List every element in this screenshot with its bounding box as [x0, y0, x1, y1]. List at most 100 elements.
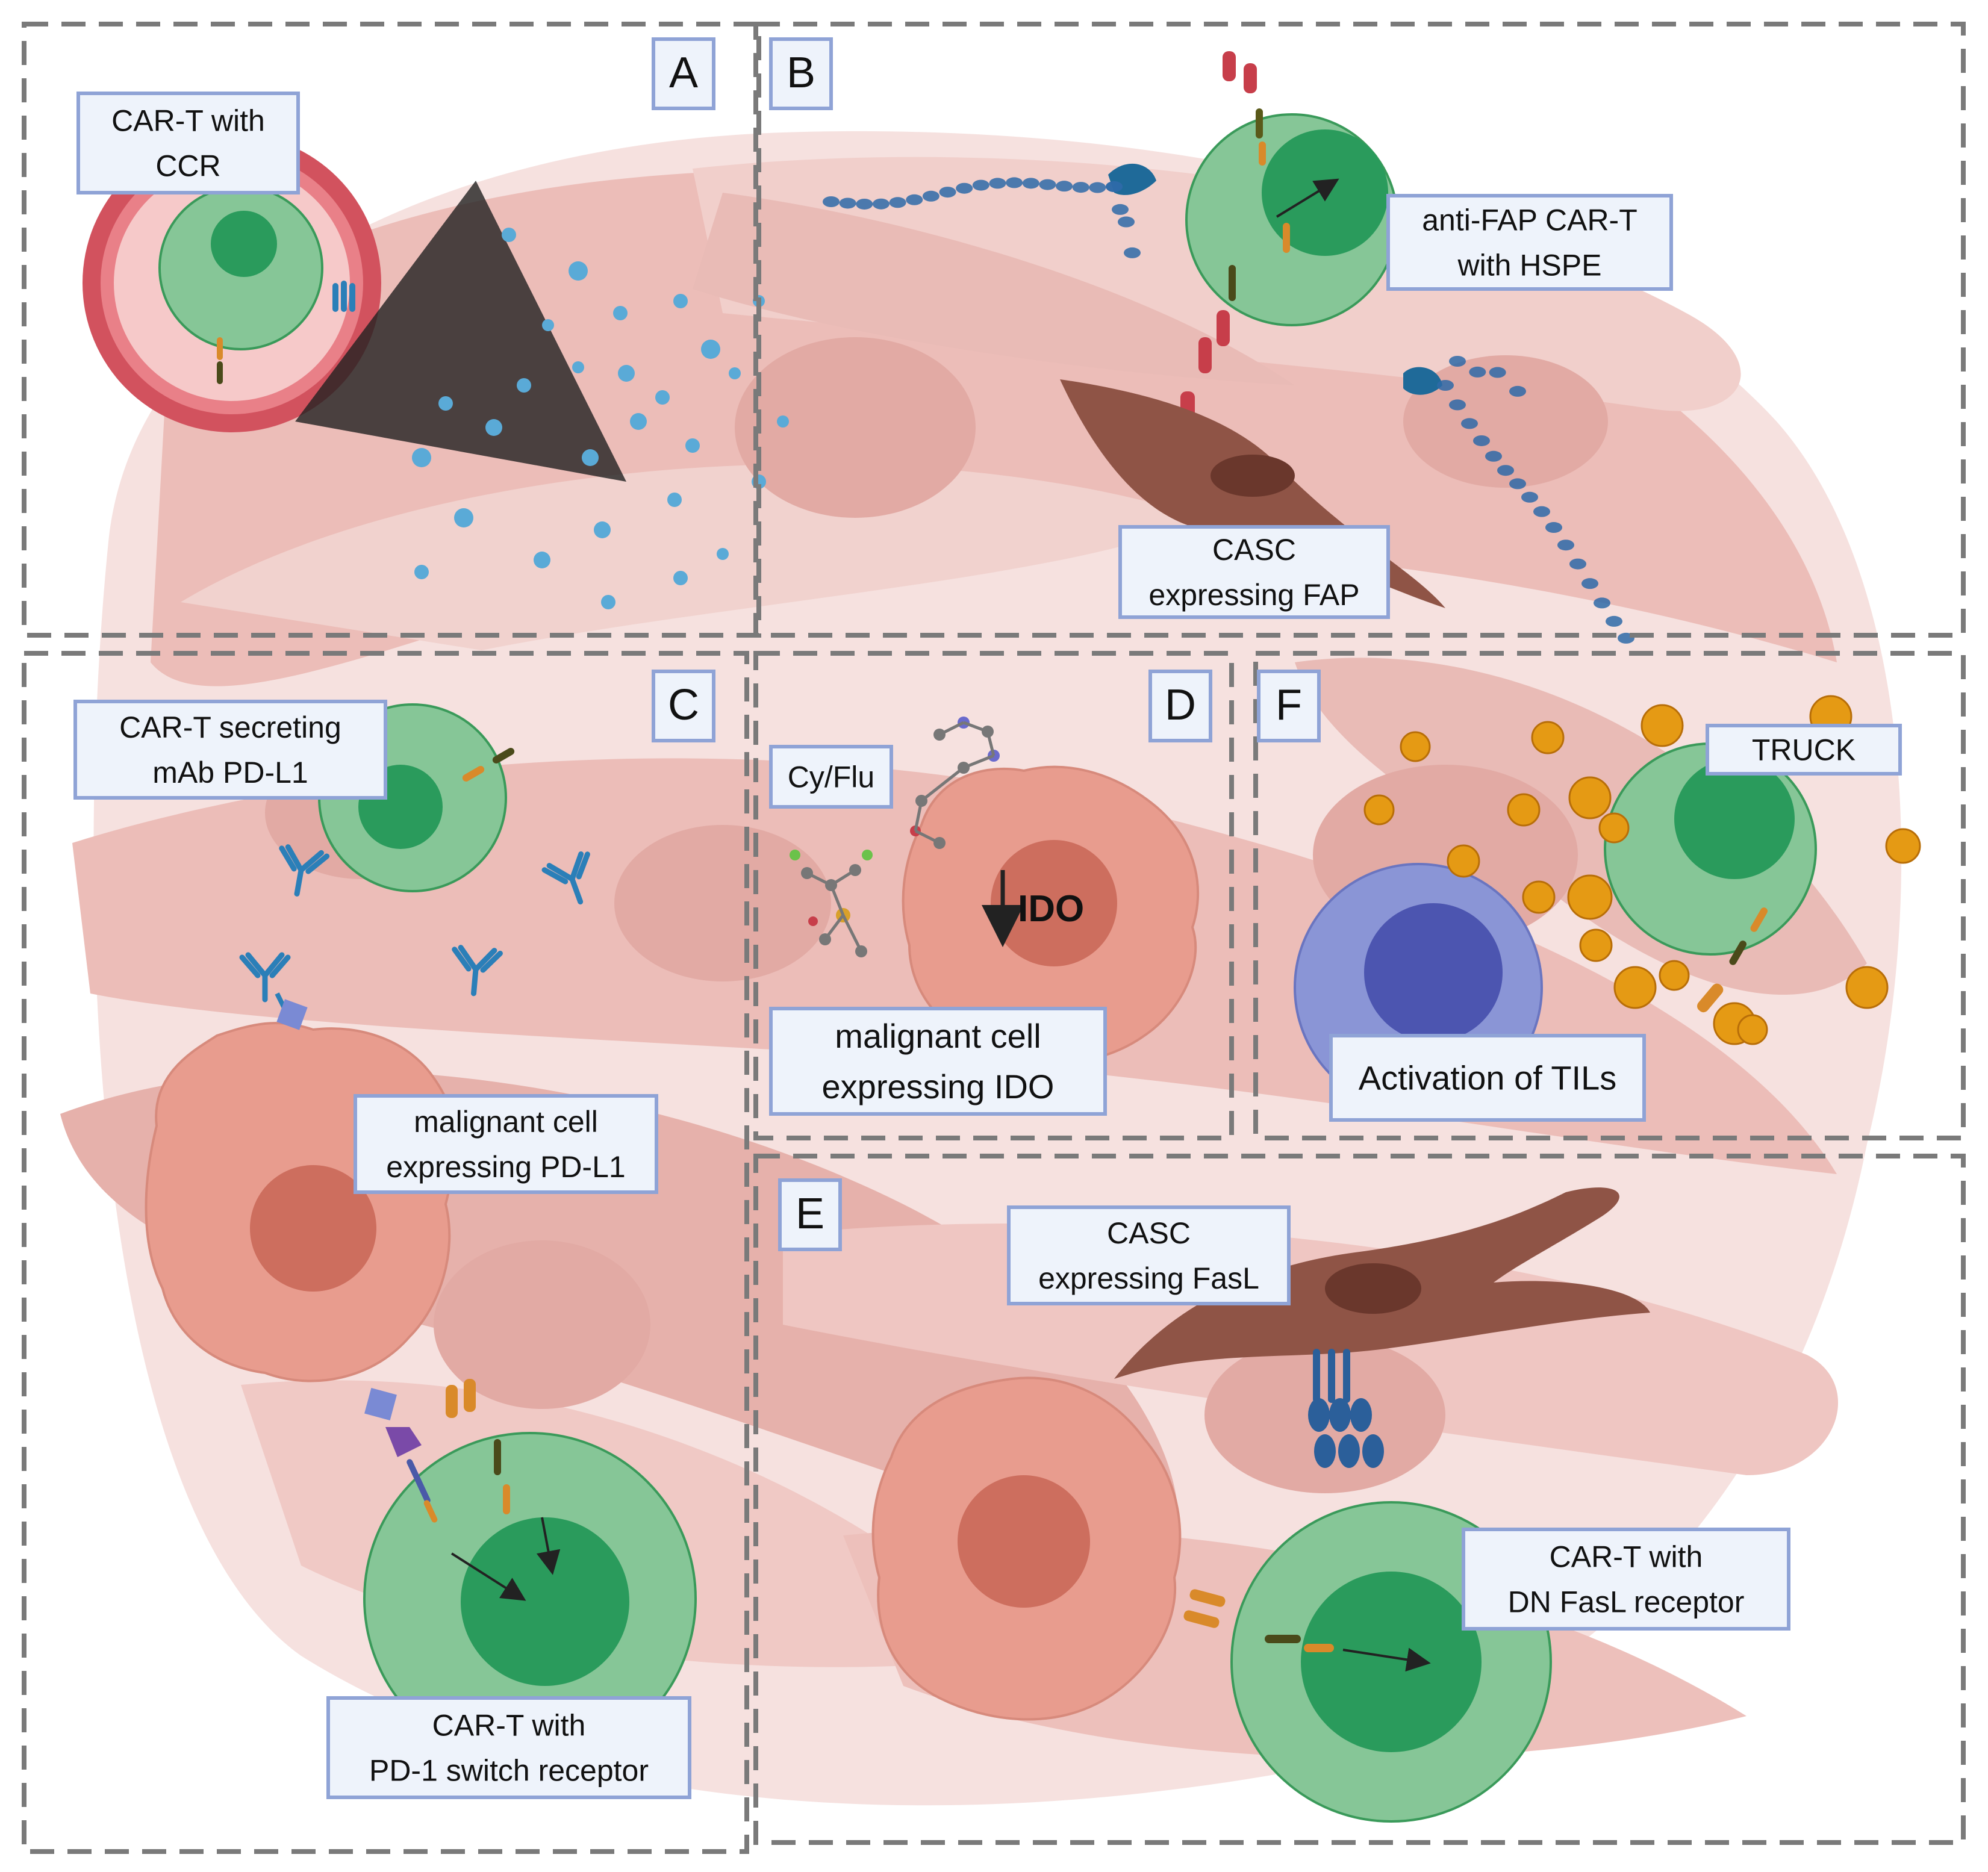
cytokine-dot	[1568, 776, 1612, 819]
chemokine-dot	[601, 595, 615, 609]
cytokine-dot	[1845, 966, 1889, 1009]
panel-letter-b: B	[769, 37, 833, 110]
hs-bead	[1449, 356, 1466, 367]
hs-bead	[889, 197, 906, 208]
hs-bead	[1594, 597, 1610, 609]
antibody-icons	[239, 844, 590, 1025]
panel-letter-d: D	[1148, 670, 1212, 742]
label-line: with HSPE	[1457, 249, 1602, 282]
cytokine-dot	[1447, 844, 1480, 878]
chemokine-dot	[717, 548, 729, 560]
label-line: CCR	[155, 149, 220, 183]
panel-borders	[22, 22, 1966, 1854]
label-car-t-mab: CAR-T secreting mAb PD-L1	[73, 700, 387, 800]
hs-bead	[1072, 182, 1089, 193]
hs-bead	[1118, 216, 1135, 228]
chemokine-dot	[542, 319, 554, 331]
hs-bead	[1473, 435, 1490, 446]
label-line: malignant cell	[414, 1105, 598, 1139]
hs-bead	[872, 198, 890, 210]
chemokine-dot	[569, 261, 588, 281]
label-line: CAR-T secreting	[119, 711, 341, 744]
chemokine-dot	[673, 571, 688, 585]
hs-bead	[1022, 178, 1039, 189]
panel-letter-text: F	[1276, 681, 1302, 729]
chemokine-dot	[630, 413, 647, 430]
chemokine-dot	[517, 378, 531, 393]
cytokine-dot	[1598, 812, 1630, 844]
hs-bead	[1485, 450, 1502, 462]
panel-letter-text: D	[1165, 681, 1196, 729]
chemokine-dot	[618, 365, 635, 382]
label-cy-flu: Cy/Flu	[769, 745, 893, 809]
label-line: malignant cell	[835, 1017, 1041, 1055]
hs-bead	[1039, 179, 1056, 190]
malignant-cell-ido	[902, 765, 1200, 1064]
chemokine-dot	[655, 390, 670, 405]
label-line: CAR-T with	[111, 104, 265, 138]
pd1-switch-receptor-icon	[385, 1427, 438, 1523]
fludarabine-molecule-icon	[910, 717, 1000, 849]
cytokine-dot	[1531, 721, 1565, 754]
hs-bead	[1545, 522, 1562, 533]
hs-bead	[839, 197, 856, 209]
antibody-icon	[541, 851, 590, 905]
migration-arrow	[295, 181, 626, 482]
hs-bead	[1112, 204, 1129, 215]
panel-letter-e: E	[778, 1178, 842, 1251]
panel-letter-text: B	[787, 49, 815, 97]
hs-bead	[1469, 366, 1486, 378]
label-line: expressing FasL	[1038, 1261, 1259, 1295]
antibody-icon	[279, 844, 330, 897]
label-line: CASC	[1107, 1216, 1191, 1250]
cytokine-dot	[1885, 828, 1921, 864]
hs-bead	[856, 198, 873, 210]
chemokine-dot	[777, 415, 789, 428]
hs-bead	[939, 187, 956, 198]
ido-label: IDO	[1018, 888, 1084, 930]
label-line: PD-1 switch receptor	[369, 1754, 649, 1788]
panel-letter-f: F	[1257, 670, 1321, 742]
hs-bead	[989, 178, 1006, 189]
hs-bead	[1533, 506, 1550, 517]
chemokine-dot	[685, 438, 700, 453]
car-t-pd1-cell	[363, 1432, 697, 1765]
label-line: expressing FAP	[1148, 578, 1359, 612]
label-activation-tils: Activation of TILs	[1329, 1034, 1646, 1122]
hs-bead	[922, 190, 939, 202]
chemokine-dot	[613, 306, 628, 320]
label-line: CAR-T with	[1550, 1540, 1703, 1574]
cytokine-dot	[1613, 966, 1657, 1009]
chemokine-dot	[454, 508, 473, 527]
panel-letter-text: E	[796, 1190, 824, 1238]
label-casc-fasl: CASC expressing FasL	[1007, 1205, 1291, 1305]
label-line: mAb PD-L1	[152, 756, 308, 789]
chemokine-dot	[594, 521, 611, 538]
ccr-receptor-icon	[332, 281, 355, 312]
cytokine-dot	[1567, 874, 1613, 920]
cytokine-dot	[1507, 793, 1541, 827]
cytokine-dot	[1641, 704, 1684, 747]
truck-cell	[1604, 742, 1817, 1013]
chemokine-dot	[729, 367, 741, 379]
cytokine-dot	[1522, 880, 1556, 914]
hs-bead	[1569, 558, 1586, 570]
hs-bead	[906, 194, 923, 205]
label-line: TRUCK	[1752, 733, 1856, 767]
hs-bead	[1056, 181, 1073, 192]
hs-bead	[1581, 578, 1598, 589]
hs-bead	[1124, 247, 1141, 258]
panel-letter-a: A	[652, 37, 715, 110]
panel-letter-text: A	[669, 49, 698, 97]
hs-bead	[1521, 491, 1538, 503]
chemokine-dot	[534, 552, 550, 568]
hs-bead	[1509, 478, 1526, 490]
hs-bead	[1489, 367, 1506, 378]
casc-fasl-cell	[1114, 1187, 1650, 1379]
